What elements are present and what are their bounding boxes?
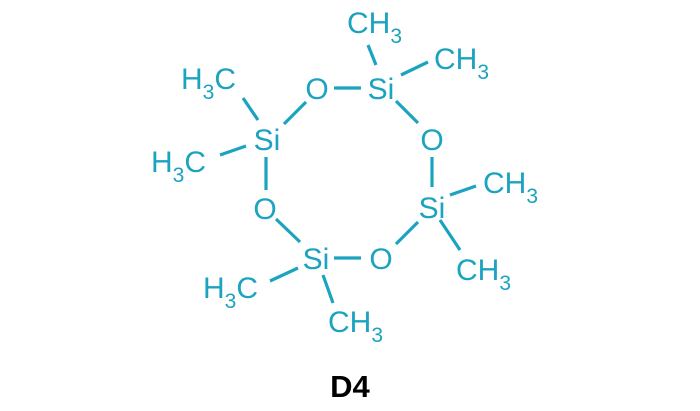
bond-si-h3c-left-lower (219, 144, 247, 157)
bond-si-h3c-left-upper (241, 97, 260, 121)
silicon-atom-right: Si (419, 192, 446, 225)
bond-si-h3c-bottom-left (269, 266, 299, 283)
oxygen-atom-left: O (253, 193, 276, 226)
methyl-left-upper: H3C (181, 63, 236, 104)
bond-si-o-bottomright (394, 220, 420, 246)
methyl-right-upper: CH3 (483, 167, 538, 208)
silicon-atom-bottom: Si (303, 243, 330, 276)
oxygen-atom-right: O (420, 124, 443, 157)
bond-si-ch3-right-lower (438, 219, 462, 251)
methyl-top-right: CH3 (434, 43, 489, 84)
compound-label: D4 (330, 369, 370, 404)
oxygen-atom-bottom: O (369, 243, 392, 276)
methyl-bottom-left: H3C (203, 272, 258, 313)
methyl-top-up: CH3 (347, 7, 402, 48)
bond-si-o-topleft (282, 100, 308, 126)
silicon-atom-top: Si (368, 73, 395, 106)
bond-si-ch3-top-up (366, 44, 378, 66)
bond-si-o-topright (394, 99, 420, 125)
bond-si-ch3-top-right (400, 60, 429, 77)
oxygen-atom-top: O (305, 73, 328, 106)
bond-si-ch3-right-upper (449, 184, 477, 197)
bond-si-ch3-bottom-down (321, 274, 335, 304)
methyl-right-lower: CH3 (456, 254, 511, 295)
silicon-atom-left: Si (254, 124, 281, 157)
methyl-bottom-down: CH3 (328, 306, 383, 347)
methyl-left-lower: H3C (151, 146, 206, 187)
bond-o-si-bottomleft (274, 217, 302, 244)
